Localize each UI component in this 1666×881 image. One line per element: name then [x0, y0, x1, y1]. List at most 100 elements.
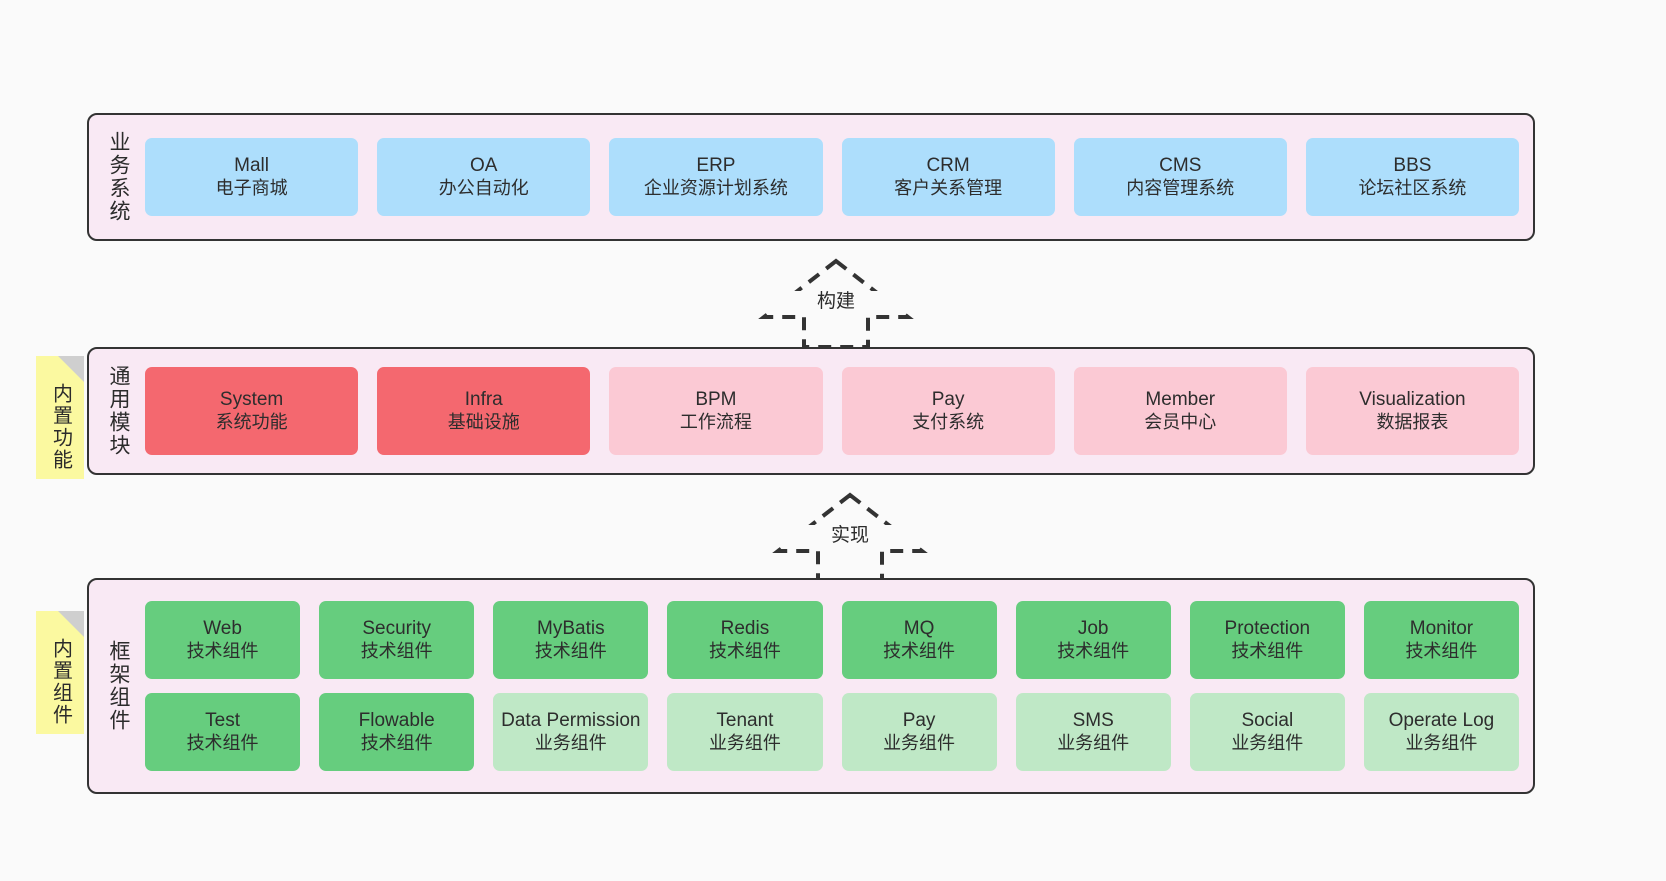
card-subtitle: 业务组件 — [708, 732, 781, 753]
card-subtitle: 会员中心 — [1144, 411, 1217, 432]
connector-implement: 实现 — [770, 489, 930, 585]
note-text: 内置组件 — [49, 637, 72, 726]
card-subtitle: 内容管理系统 — [1126, 177, 1235, 198]
card-title: Monitor — [1409, 618, 1474, 640]
layer-title-business-system: 业务系统 — [107, 131, 131, 223]
card-title: BPM — [695, 389, 737, 411]
card-title: Member — [1145, 389, 1216, 411]
layer-title-framework-component: 框架组件 — [107, 640, 131, 732]
note-builtin-component: 内置组件 — [36, 611, 84, 734]
card-title: Mall — [234, 155, 269, 177]
card-subtitle: 企业资源计划系统 — [643, 177, 788, 198]
card-sms[interactable]: SMS 业务组件 — [1015, 693, 1171, 771]
card-subtitle: 论坛社区系统 — [1358, 177, 1467, 198]
card-subtitle: 技术组件 — [1231, 640, 1304, 661]
card-mq[interactable]: MQ 技术组件 — [841, 601, 997, 679]
card-title: Operate Log — [1388, 710, 1495, 732]
card-subtitle: 电子商城 — [215, 177, 288, 198]
card-pay[interactable]: Pay 支付系统 — [841, 367, 1055, 455]
card-member[interactable]: Member 会员中心 — [1073, 367, 1287, 455]
card-mall[interactable]: Mall 电子商城 — [145, 138, 359, 216]
card-title: BBS — [1393, 155, 1432, 177]
card-redis[interactable]: Redis 技术组件 — [667, 601, 823, 679]
card-subtitle: 业务组件 — [883, 732, 956, 753]
card-test[interactable]: Test 技术组件 — [145, 693, 301, 771]
card-data-permission[interactable]: Data Permission 业务组件 — [493, 693, 649, 771]
card-subtitle: 业务组件 — [1405, 732, 1478, 753]
card-title: Tenant — [716, 710, 774, 732]
note-fold-corner-icon — [58, 356, 84, 382]
card-subtitle: 基础设施 — [447, 411, 520, 432]
card-mybatis[interactable]: MyBatis 技术组件 — [493, 601, 649, 679]
card-tenant[interactable]: Tenant 业务组件 — [667, 693, 823, 771]
card-oa[interactable]: OA 办公自动化 — [377, 138, 591, 216]
card-subtitle: 技术组件 — [186, 640, 259, 661]
connector-build: 构建 — [756, 255, 916, 351]
card-title: OA — [470, 155, 498, 177]
card-subtitle: 技术组件 — [1405, 640, 1478, 661]
layer-common-module: 通用模块 System 系统功能 Infra 基础设施 BPM 工作流程 Pay… — [87, 347, 1535, 475]
card-title: Social — [1241, 710, 1294, 732]
card-subtitle: 技术组件 — [1057, 640, 1130, 661]
card-title: Pay — [902, 710, 936, 732]
card-web[interactable]: Web 技术组件 — [145, 601, 301, 679]
card-subtitle: 技术组件 — [360, 640, 433, 661]
card-erp[interactable]: ERP 企业资源计划系统 — [609, 138, 823, 216]
card-visualization[interactable]: Visualization 数据报表 — [1305, 367, 1520, 455]
card-subtitle: 技术组件 — [883, 640, 956, 661]
card-title: Test — [205, 710, 240, 732]
note-builtin-function: 内置功能 — [36, 356, 84, 479]
card-title: Visualization — [1359, 389, 1466, 411]
card-infra[interactable]: Infra 基础设施 — [377, 367, 591, 455]
card-subtitle: 办公自动化 — [438, 177, 529, 198]
card-subtitle: 业务组件 — [1231, 732, 1304, 753]
card-subtitle: 技术组件 — [708, 640, 781, 661]
card-row-tech: Web 技术组件 Security 技术组件 MyBatis 技术组件 Redi… — [145, 601, 1519, 679]
card-title: Redis — [720, 618, 770, 640]
up-arrow-icon — [758, 258, 914, 349]
card-subtitle: 技术组件 — [186, 732, 259, 753]
card-row: Mall 电子商城 OA 办公自动化 ERP 企业资源计划系统 CRM 客户关系… — [145, 138, 1520, 216]
card-title: CRM — [926, 155, 970, 177]
card-row-biz: Test 技术组件 Flowable 技术组件 Data Permission … — [145, 693, 1519, 771]
card-flowable[interactable]: Flowable 技术组件 — [319, 693, 475, 771]
card-subtitle: 数据报表 — [1376, 411, 1449, 432]
card-title: Security — [362, 618, 431, 640]
card-title: MyBatis — [537, 618, 605, 640]
card-social[interactable]: Social 业务组件 — [1189, 693, 1345, 771]
note-text: 内置功能 — [49, 382, 72, 471]
layer-body-common-module: System 系统功能 Infra 基础设施 BPM 工作流程 Pay 支付系统… — [141, 349, 1533, 473]
card-cms[interactable]: CMS 内容管理系统 — [1073, 138, 1287, 216]
card-bpm[interactable]: BPM 工作流程 — [609, 367, 823, 455]
card-title: Infra — [464, 389, 503, 411]
card-system[interactable]: System 系统功能 — [145, 367, 359, 455]
card-protection[interactable]: Protection 技术组件 — [1189, 601, 1345, 679]
card-subtitle: 工作流程 — [679, 411, 752, 432]
card-security[interactable]: Security 技术组件 — [319, 601, 475, 679]
card-subtitle: 技术组件 — [360, 732, 433, 753]
card-subtitle: 业务组件 — [1057, 732, 1130, 753]
card-subtitle: 支付系统 — [912, 411, 985, 432]
layer-business-system: 业务系统 Mall 电子商城 OA 办公自动化 ERP 企业资源计划系统 CRM… — [87, 113, 1535, 241]
layer-framework-component: 框架组件 Web 技术组件 Security 技术组件 MyBatis 技术组件… — [87, 578, 1535, 794]
card-pay-biz[interactable]: Pay 业务组件 — [841, 693, 997, 771]
card-title: System — [219, 389, 284, 411]
card-title: Job — [1077, 618, 1109, 640]
up-arrow-icon — [772, 492, 928, 583]
card-subtitle: 客户关系管理 — [894, 177, 1003, 198]
card-job[interactable]: Job 技术组件 — [1015, 601, 1171, 679]
card-title: Web — [203, 618, 242, 640]
card-subtitle: 系统功能 — [215, 411, 288, 432]
card-title: ERP — [696, 155, 736, 177]
layer-body-business-system: Mall 电子商城 OA 办公自动化 ERP 企业资源计划系统 CRM 客户关系… — [141, 115, 1533, 239]
card-operate-log[interactable]: Operate Log 业务组件 — [1363, 693, 1519, 771]
card-subtitle: 业务组件 — [534, 732, 607, 753]
card-row: System 系统功能 Infra 基础设施 BPM 工作流程 Pay 支付系统… — [145, 367, 1520, 455]
layer-body-framework-component: Web 技术组件 Security 技术组件 MyBatis 技术组件 Redi… — [141, 580, 1533, 792]
card-title: MQ — [903, 618, 935, 640]
card-title: SMS — [1072, 710, 1114, 732]
card-monitor[interactable]: Monitor 技术组件 — [1363, 601, 1519, 679]
card-crm[interactable]: CRM 客户关系管理 — [841, 138, 1055, 216]
card-bbs[interactable]: BBS 论坛社区系统 — [1305, 138, 1520, 216]
